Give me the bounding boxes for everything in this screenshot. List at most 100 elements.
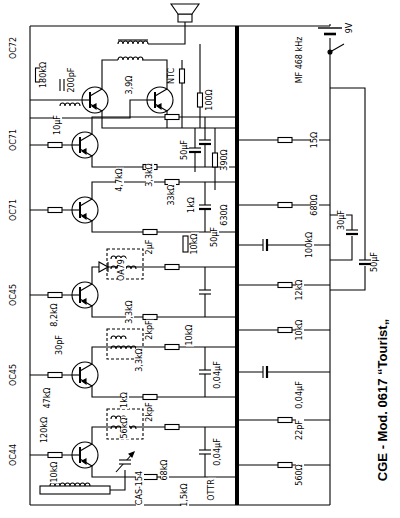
- components: [36, 4, 372, 494]
- wire: [110, 470, 125, 490]
- component-value: 120kΩ: [41, 416, 49, 444]
- component-value: 1,5kΩ: [181, 482, 189, 507]
- capacitor-symbol: [119, 460, 131, 464]
- component-value: 8,2kΩ: [51, 302, 59, 327]
- transistor-symbol: [147, 87, 173, 113]
- resistor-symbol: [143, 230, 157, 235]
- wire: [330, 266, 365, 290]
- component-value: 47kΩ: [44, 387, 52, 410]
- electrolytic-capacitor: [346, 230, 358, 234]
- terminal-label: OTTR: [208, 478, 216, 502]
- component-value: 4,7kΩ: [116, 167, 124, 192]
- wire: [330, 88, 365, 262]
- component-value: 10µF: [54, 114, 62, 136]
- coil-winding: [111, 336, 126, 339]
- transistor-symbol: [72, 442, 98, 468]
- component-value: 50µF: [371, 251, 379, 273]
- wire: [329, 38, 330, 505]
- wire: [148, 22, 185, 44]
- component-value: 560Ω: [296, 463, 304, 486]
- electrolytic-capacitor: [189, 148, 201, 152]
- diode-symbol: [99, 262, 108, 272]
- resistor-symbol: [198, 93, 203, 107]
- capacitor-symbol: [60, 79, 64, 91]
- electrolytic-capacitor: [199, 205, 211, 209]
- electrolytic-capacitor: [263, 239, 267, 251]
- component-value: 10kΩ: [51, 461, 59, 484]
- coil-winding: [60, 103, 80, 106]
- wire: [30, 504, 330, 505]
- resistor-symbol: [278, 463, 292, 468]
- coil-winding: [118, 57, 143, 60]
- wire: [142, 60, 167, 89]
- tuning-arrow: [129, 452, 134, 457]
- resistor-symbol: [165, 265, 179, 270]
- resistor-symbol: [180, 69, 185, 83]
- component-value: 68kΩ: [161, 459, 169, 482]
- resistor-symbol: [278, 418, 292, 423]
- component-value: 1kΩ: [121, 391, 129, 409]
- transistor-symbol: [72, 362, 98, 388]
- resistor-symbol: [213, 153, 218, 167]
- component-value: 0,04µF: [214, 437, 222, 467]
- transistor-label: OC44: [10, 443, 18, 467]
- resistor-symbol: [278, 328, 292, 333]
- coil-winding: [118, 41, 148, 44]
- part-label: OA79: [118, 258, 126, 282]
- component-value: 3,3kΩ: [126, 299, 134, 324]
- electrolytic-capacitor: [263, 366, 267, 378]
- wire: [237, 371, 330, 372]
- coil-winding: [111, 346, 136, 349]
- component-value: 22pF: [296, 419, 304, 441]
- resistor-symbol: [278, 283, 292, 288]
- component-value: 2kpF: [146, 319, 154, 340]
- wire: [30, 99, 82, 100]
- transistor-label: OC71: [10, 198, 18, 222]
- speaker-cone: [171, 4, 199, 14]
- component-value: 0,04µF: [296, 380, 304, 410]
- wire: [92, 306, 237, 317]
- resistor-symbol: [143, 395, 157, 400]
- transistor-symbol: [72, 197, 98, 223]
- component-value: 100kΩ: [306, 231, 314, 259]
- component-value: 680Ω: [311, 193, 319, 216]
- resistor-symbol: [165, 425, 179, 430]
- component-value: 30µF: [338, 209, 346, 231]
- transistor-label: OC72: [10, 36, 18, 60]
- component-value: 10kΩ: [191, 233, 199, 256]
- if-transformer: [107, 409, 143, 439]
- capacitor-symbol: [199, 370, 211, 374]
- voltage-label: 9V: [346, 22, 354, 35]
- part-label: CAS-154: [136, 470, 144, 506]
- title: CGE - Mod. 0617 “Tourist„: [376, 317, 389, 483]
- component-value: 15Ω: [311, 131, 319, 149]
- wire: [29, 26, 30, 505]
- electrolytic-capacitor: [359, 260, 371, 264]
- transistor-symbol: [72, 132, 98, 158]
- component-value: 50µF: [211, 226, 219, 248]
- volume-pot: [183, 236, 188, 252]
- component-value: 3,3kΩ: [146, 162, 154, 187]
- component-value: 390Ω: [221, 148, 229, 171]
- ferrite-rod: [40, 486, 110, 494]
- resistor-symbol: [165, 345, 179, 350]
- resistor-symbol: [48, 143, 62, 148]
- component-value: 630Ω: [221, 203, 229, 226]
- resistor-symbol: [278, 203, 292, 208]
- component-value: NTC: [168, 67, 176, 85]
- wire: [116, 452, 134, 472]
- component-value: 180kΩ: [40, 61, 48, 89]
- wire: [199, 44, 200, 128]
- wire: [237, 25, 330, 26]
- speaker-magnet: [178, 14, 192, 22]
- component-value: 2µF: [146, 239, 154, 256]
- component-value: 100Ω: [206, 88, 214, 111]
- resistor-symbol: [165, 115, 179, 120]
- transistor-symbol: [72, 282, 98, 308]
- capacitor-symbol: [199, 290, 211, 294]
- resistor-symbol: [143, 475, 157, 480]
- wire: [237, 244, 330, 245]
- component-value: 200pF: [68, 67, 76, 94]
- transistor-label: OC45: [10, 283, 18, 307]
